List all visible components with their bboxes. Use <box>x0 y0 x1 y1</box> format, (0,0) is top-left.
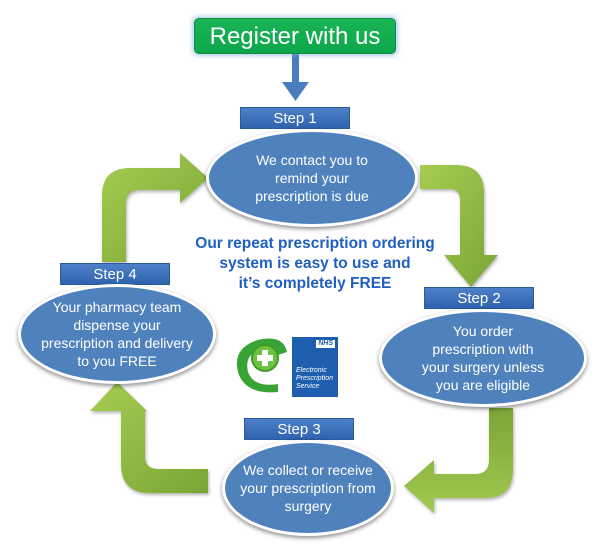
step-3-text: We collect or receive your prescription … <box>240 462 376 514</box>
step-1-text: We contact you to remind your prescripti… <box>255 152 369 204</box>
register-button[interactable]: Register with us <box>194 18 396 54</box>
step-4-text: Your pharmacy team dispense your prescri… <box>41 299 193 369</box>
center-message: Our repeat prescription ordering system … <box>170 234 460 294</box>
arrow-step1-to-step2 <box>420 165 498 287</box>
step-3-ellipse: We collect or receive your prescription … <box>222 440 394 536</box>
step-2-label: Step 2 <box>424 287 534 309</box>
arrow-step4-to-step1 <box>102 153 208 262</box>
eps-line-1: Electronic <box>296 367 327 374</box>
step-2-text: You order prescription with your surgery… <box>421 323 545 393</box>
register-connector-arrow <box>282 54 309 101</box>
arrow-step2-to-step3 <box>404 408 513 513</box>
step-3-label: Step 3 <box>244 418 354 440</box>
step-2-ellipse: You order prescription with your surgery… <box>379 309 587 407</box>
center-message-line-3: it’s completely FREE <box>238 275 392 292</box>
step-4-label: Step 4 <box>60 263 170 285</box>
nhs-badge: NHS <box>316 340 335 348</box>
step-1-label: Step 1 <box>240 107 350 129</box>
center-message-line-2: system is easy to use and <box>219 255 411 272</box>
step-4-ellipse: Your pharmacy team dispense your prescri… <box>18 284 216 384</box>
step-1-ellipse: We contact you to remind your prescripti… <box>206 129 418 227</box>
eps-line-2: Prescription <box>296 375 333 382</box>
nhs-eps-logo: NHS Electronic Prescription Service <box>292 337 338 397</box>
eps-text: Electronic Prescription Service <box>296 367 333 391</box>
pharmacy-logo-icon <box>236 338 287 393</box>
arrow-step3-to-step4 <box>90 382 208 493</box>
eps-line-3: Service <box>296 383 320 390</box>
center-message-line-1: Our repeat prescription ordering <box>195 235 435 252</box>
